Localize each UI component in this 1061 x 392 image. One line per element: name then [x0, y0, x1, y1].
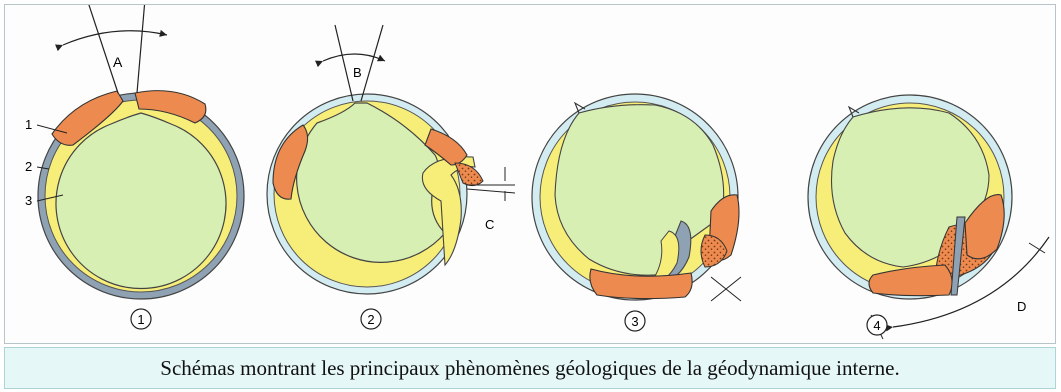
- label-layer-2: 2: [25, 159, 32, 174]
- stage-2-number: 2: [367, 312, 374, 327]
- stage-4-diagram: D 4: [808, 95, 1049, 339]
- stage-3-diagram: 3: [532, 94, 741, 331]
- stage-1-number: 1: [137, 312, 144, 327]
- caption-bar: Schémas montrant les principaux phènomèn…: [4, 347, 1056, 389]
- label-layer-3: 3: [25, 193, 32, 208]
- caption-text: Schémas montrant les principaux phènomèn…: [160, 356, 899, 381]
- label-angle-c: C: [485, 217, 494, 232]
- diagram-panel: A 1 2 3 1: [4, 4, 1056, 344]
- label-angle-a: A: [113, 54, 123, 70]
- label-angle-b: B: [353, 65, 362, 80]
- label-layer-1: 1: [25, 117, 32, 132]
- stage-3-number: 3: [631, 314, 638, 329]
- stage-1-diagram: A 1 2 3 1: [25, 5, 244, 329]
- stage-2-diagram: B C 2: [267, 25, 515, 329]
- label-angle-d: D: [1017, 299, 1026, 314]
- stage-4-number: 4: [873, 318, 880, 333]
- diagram-svg: A 1 2 3 1: [5, 5, 1055, 343]
